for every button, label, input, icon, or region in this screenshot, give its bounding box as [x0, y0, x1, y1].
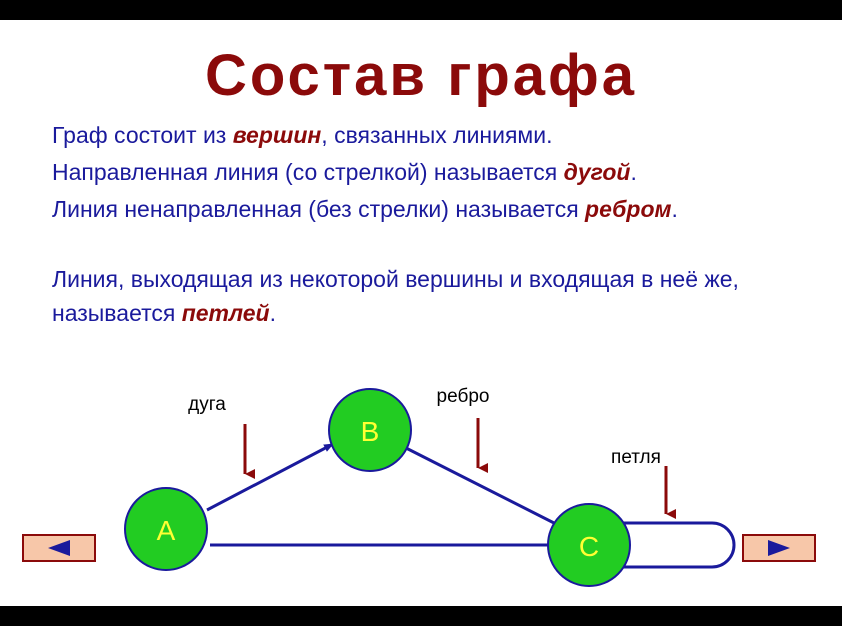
node-c: C — [547, 503, 631, 587]
loop-edge — [620, 521, 736, 569]
term-arc: дугой — [563, 159, 631, 185]
prev-slide-button[interactable] — [22, 534, 96, 562]
label-edge: ребро — [437, 386, 490, 407]
node-b-label: B — [361, 416, 380, 447]
node-c-label: C — [579, 531, 599, 562]
paragraph-loop: Линия, выходящая из некоторой вершины и … — [52, 266, 739, 326]
triangle-left-icon — [48, 540, 70, 556]
paragraph-arc: Направленная линия (со стрелкой) называе… — [52, 159, 637, 185]
term-edge: ребром — [585, 196, 672, 222]
slide-title: Состав графа — [204, 43, 638, 108]
term-loop: петлей — [181, 300, 270, 326]
label-arc: дуга — [188, 394, 226, 415]
paragraph-edge: Линия ненаправленная (без стрелки) назыв… — [52, 196, 678, 222]
triangle-right-icon — [768, 540, 790, 556]
paragraph-vertices: Граф состоит из вершин, связанных линиям… — [52, 122, 553, 148]
node-a-label: A — [157, 515, 176, 546]
term-vertices: вершин — [232, 122, 322, 148]
arc-a-b — [206, 442, 334, 512]
node-a: A — [124, 487, 208, 571]
label-loop: петля — [611, 447, 661, 468]
node-b: B — [328, 388, 412, 472]
edge-b-c — [405, 446, 557, 526]
next-slide-button[interactable] — [742, 534, 816, 562]
